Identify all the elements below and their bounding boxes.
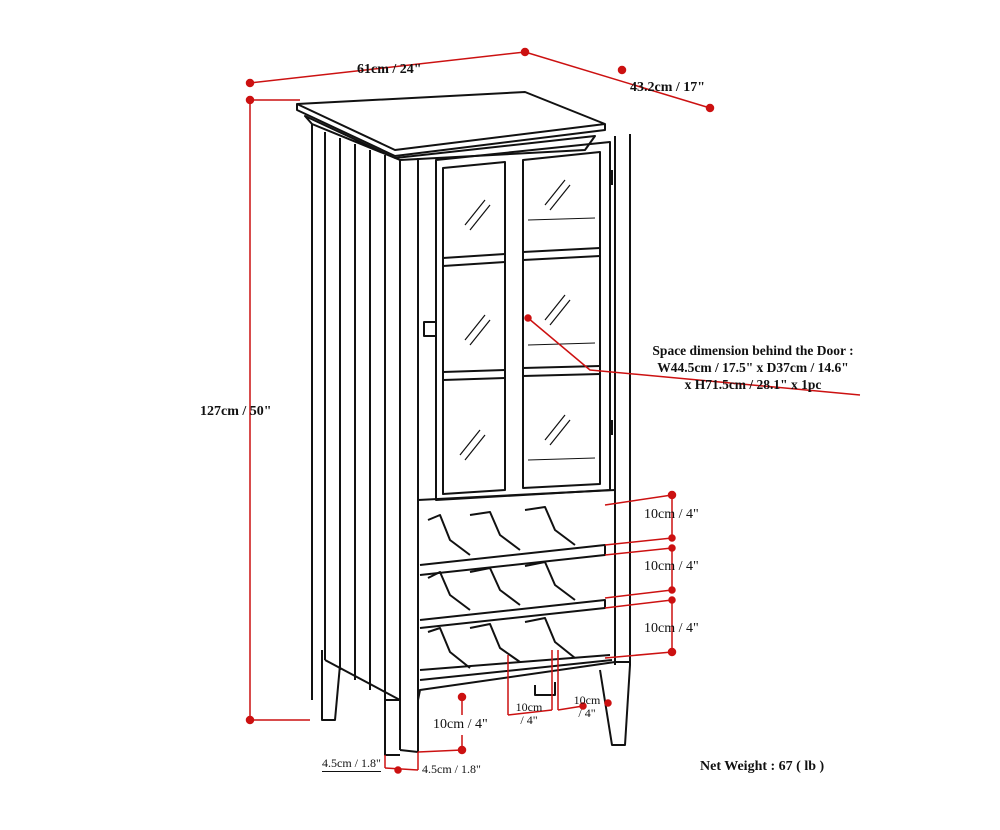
dimension-lines	[245, 47, 861, 774]
slot-width-b-label: 10cm / 4"	[570, 694, 604, 720]
slot-width-a-line1: 10cm	[515, 700, 543, 714]
slot-width-a-line2: / 4"	[520, 713, 538, 727]
door-space-line-2: W44.5cm / 17.5" x D37cm / 14.6"	[657, 360, 849, 375]
height-label: 127cm / 50"	[200, 404, 272, 419]
rack-gap-2-label: 10cm / 4"	[644, 559, 699, 574]
door-space-note: Space dimension behind the Door : W44.5c…	[638, 342, 868, 393]
leg-front-label: 4.5cm / 1.8"	[422, 762, 481, 776]
front-frame	[384, 134, 631, 756]
rack-gap-1-label: 10cm / 4"	[644, 507, 699, 522]
glass-door	[435, 141, 611, 501]
rack-gap-3-label: 10cm / 4"	[644, 621, 699, 636]
slot-width-b-line1: 10cm	[573, 693, 601, 707]
door-handle	[423, 321, 437, 337]
depth-label: 43.2cm / 17"	[630, 80, 706, 95]
side-panel	[311, 124, 401, 750]
door-space-line-3: x H71.5cm / 28.1" x 1pc	[684, 377, 822, 392]
leg-side-label: 4.5cm / 1.8"	[322, 756, 381, 772]
net-weight: Net Weight : 67 ( lb )	[700, 759, 825, 774]
wine-rack	[417, 489, 616, 696]
slot-width-b-line2: / 4"	[578, 706, 596, 720]
slot-width-a-label: 10cm / 4"	[512, 701, 546, 727]
width-label: 61cm / 24"	[357, 62, 422, 77]
crown-molding	[304, 115, 596, 161]
door-space-line-1: Space dimension behind the Door :	[652, 343, 854, 358]
bottom-clearance-label: 10cm / 4"	[433, 717, 488, 732]
cabinet-top	[296, 91, 606, 151]
